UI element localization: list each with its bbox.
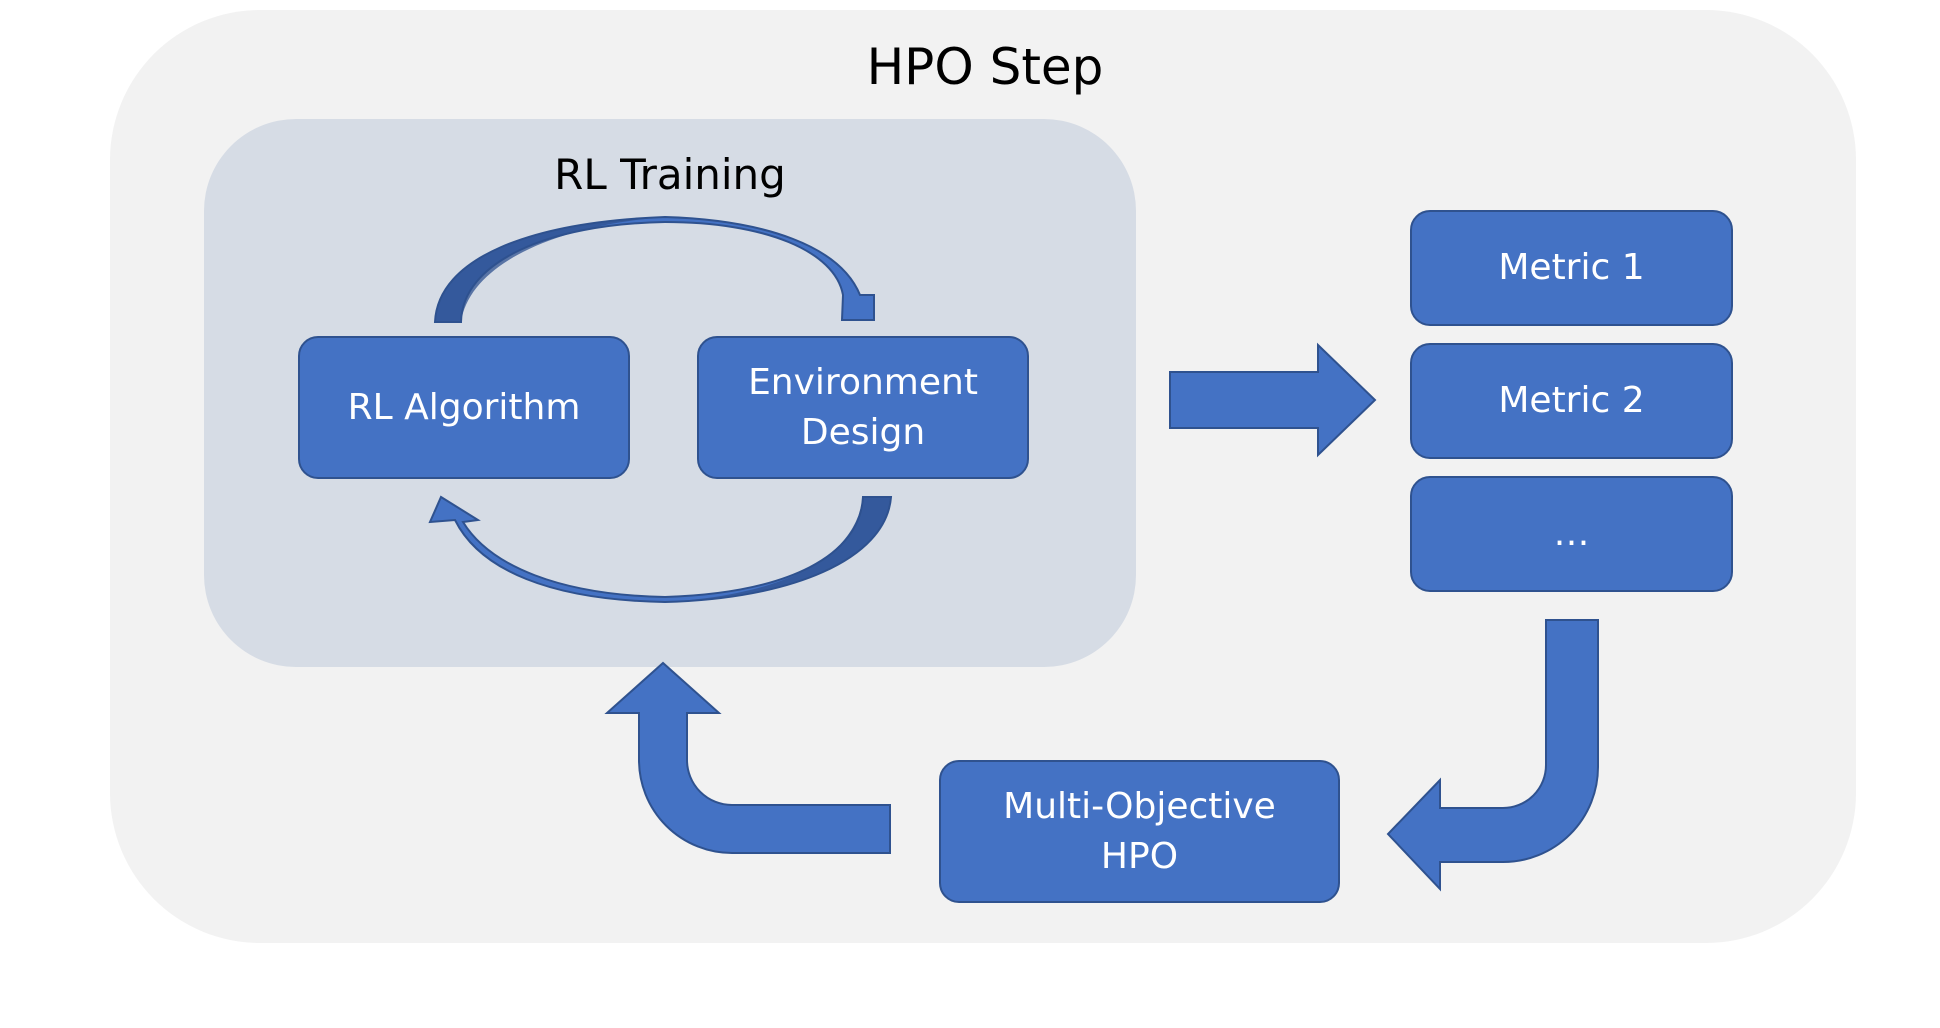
rl-algorithm-box: RL Algorithm	[298, 336, 630, 479]
metric-2-label: Metric 2	[1498, 380, 1645, 421]
metric-1-box: Metric 1	[1410, 210, 1733, 326]
metric-2-box: Metric 2	[1410, 343, 1733, 459]
environment-design-label: Environment Design	[748, 361, 978, 453]
metric-1-label: Metric 1	[1498, 247, 1645, 288]
metric-more-box: …	[1410, 476, 1733, 592]
hpo-step-title: HPO Step	[866, 38, 1104, 96]
multi-objective-hpo-label: Multi-Objective HPO	[1003, 785, 1276, 877]
rl-training-title: RL Training	[554, 150, 786, 199]
environment-design-box: Environment Design	[697, 336, 1029, 479]
metric-more-label: …	[1553, 513, 1590, 554]
multi-objective-hpo-box: Multi-Objective HPO	[939, 760, 1340, 903]
rl-algorithm-label: RL Algorithm	[347, 386, 581, 428]
